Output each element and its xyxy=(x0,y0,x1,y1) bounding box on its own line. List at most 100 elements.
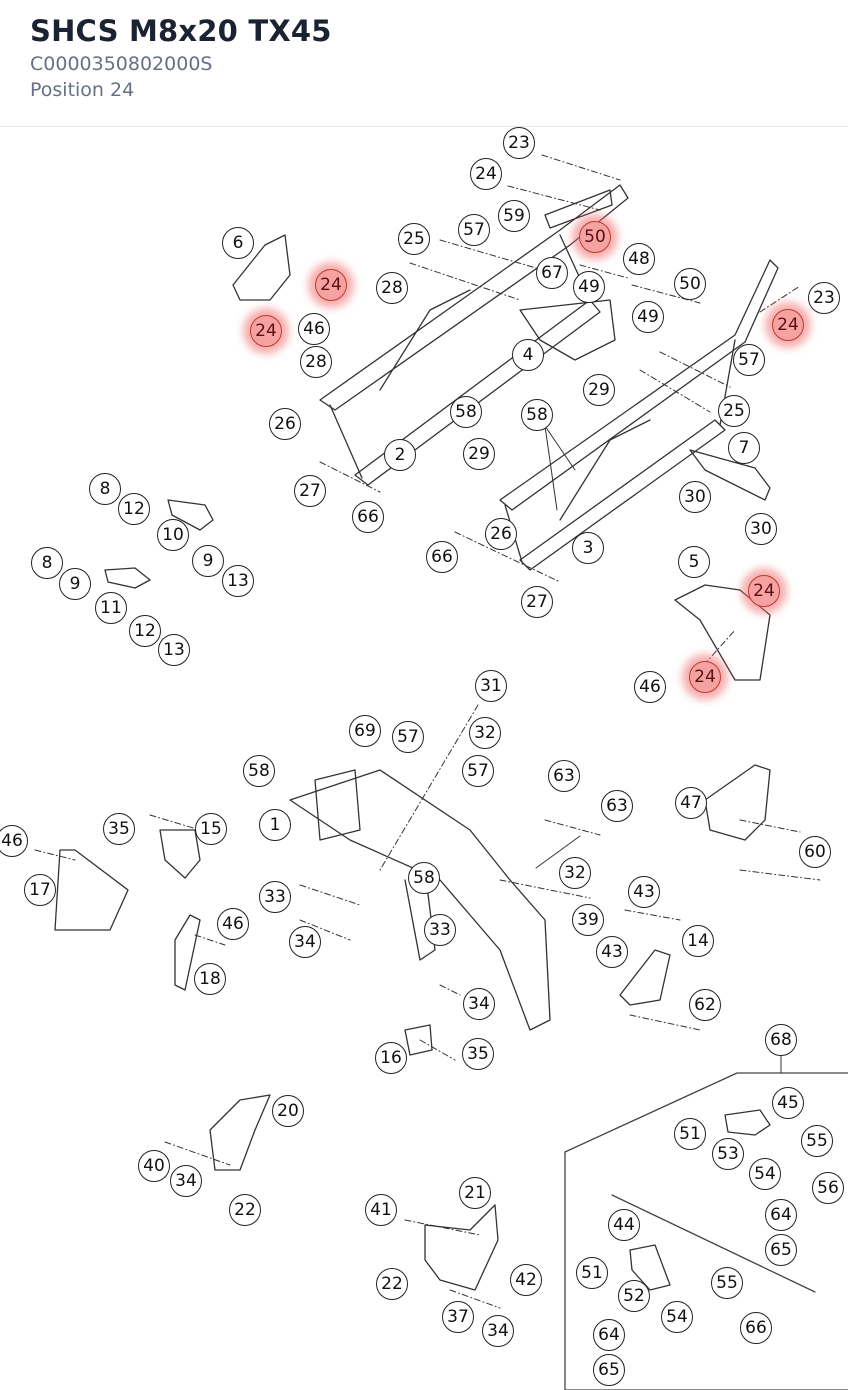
callout-position[interactable]: 52 xyxy=(618,1280,650,1312)
callout-position[interactable]: 69 xyxy=(349,715,381,747)
callout-position[interactable]: 26 xyxy=(269,408,301,440)
callout-position[interactable]: 32 xyxy=(559,857,591,889)
callout-position[interactable]: 63 xyxy=(601,790,633,822)
callout-position[interactable]: 34 xyxy=(463,988,495,1020)
callout-position[interactable]: 59 xyxy=(498,200,530,232)
callout-position[interactable]: 42 xyxy=(510,1264,542,1296)
callout-position[interactable]: 55 xyxy=(801,1125,833,1157)
callout-position[interactable]: 9 xyxy=(192,545,224,577)
callout-position[interactable]: 57 xyxy=(458,214,490,246)
callout-position[interactable]: 51 xyxy=(674,1118,706,1150)
callout-position[interactable]: 23 xyxy=(503,127,535,159)
callout-position[interactable]: 8 xyxy=(31,547,63,579)
callout-position[interactable]: 66 xyxy=(740,1312,772,1344)
callout-position[interactable]: 8 xyxy=(89,473,121,505)
callout-position[interactable]: 20 xyxy=(272,1095,304,1127)
callout-position-highlighted[interactable]: 24 xyxy=(689,661,721,693)
callout-position[interactable]: 7 xyxy=(728,432,760,464)
callout-position-highlighted[interactable]: 24 xyxy=(315,269,347,301)
callout-position-highlighted[interactable]: 50 xyxy=(579,221,611,253)
callout-position[interactable]: 21 xyxy=(459,1177,491,1209)
callout-position[interactable]: 56 xyxy=(812,1172,844,1204)
callout-position[interactable]: 11 xyxy=(95,592,127,624)
callout-position[interactable]: 54 xyxy=(749,1158,781,1190)
callout-position[interactable]: 57 xyxy=(392,721,424,753)
callout-position[interactable]: 29 xyxy=(583,374,615,406)
callout-position[interactable]: 67 xyxy=(536,257,568,289)
callout-position[interactable]: 64 xyxy=(765,1199,797,1231)
callout-position[interactable]: 5 xyxy=(678,546,710,578)
callout-position[interactable]: 33 xyxy=(259,881,291,913)
callout-position-highlighted[interactable]: 24 xyxy=(772,309,804,341)
callout-position[interactable]: 46 xyxy=(298,313,330,345)
callout-position[interactable]: 60 xyxy=(799,836,831,868)
callout-position[interactable]: 68 xyxy=(765,1024,797,1056)
callout-position[interactable]: 6 xyxy=(222,227,254,259)
callout-position[interactable]: 35 xyxy=(462,1038,494,1070)
callout-position[interactable]: 63 xyxy=(548,760,580,792)
callout-position[interactable]: 9 xyxy=(59,568,91,600)
callout-position[interactable]: 58 xyxy=(408,862,440,894)
callout-position[interactable]: 50 xyxy=(674,268,706,300)
callout-position[interactable]: 12 xyxy=(118,493,150,525)
callout-position[interactable]: 34 xyxy=(289,926,321,958)
callout-position[interactable]: 33 xyxy=(424,914,456,946)
callout-position[interactable]: 26 xyxy=(485,518,517,550)
callout-position[interactable]: 29 xyxy=(463,438,495,470)
callout-position[interactable]: 34 xyxy=(170,1165,202,1197)
callout-position[interactable]: 64 xyxy=(593,1319,625,1351)
callout-position[interactable]: 43 xyxy=(628,876,660,908)
callout-position[interactable]: 46 xyxy=(217,908,249,940)
callout-position[interactable]: 54 xyxy=(661,1301,693,1333)
callout-position[interactable]: 49 xyxy=(573,271,605,303)
callout-position[interactable]: 58 xyxy=(521,399,553,431)
callout-position[interactable]: 34 xyxy=(482,1315,514,1347)
callout-position[interactable]: 28 xyxy=(300,346,332,378)
callout-position[interactable]: 17 xyxy=(24,874,56,906)
callout-position[interactable]: 1 xyxy=(259,809,291,841)
callout-position[interactable]: 18 xyxy=(194,963,226,995)
callout-position[interactable]: 31 xyxy=(475,670,507,702)
callout-position[interactable]: 48 xyxy=(623,243,655,275)
callout-position[interactable]: 4 xyxy=(512,339,544,371)
callout-position[interactable]: 58 xyxy=(450,396,482,428)
callout-position[interactable]: 14 xyxy=(682,925,714,957)
callout-position[interactable]: 12 xyxy=(129,615,161,647)
callout-position[interactable]: 46 xyxy=(0,825,28,857)
callout-position[interactable]: 66 xyxy=(352,501,384,533)
callout-position[interactable]: 15 xyxy=(195,813,227,845)
callout-position[interactable]: 46 xyxy=(634,671,666,703)
callout-position[interactable]: 22 xyxy=(376,1268,408,1300)
callout-position[interactable]: 25 xyxy=(398,223,430,255)
callout-position[interactable]: 30 xyxy=(745,513,777,545)
callout-position[interactable]: 44 xyxy=(608,1209,640,1241)
callout-position[interactable]: 66 xyxy=(426,541,458,573)
callout-position[interactable]: 16 xyxy=(375,1042,407,1074)
callout-position[interactable]: 37 xyxy=(442,1301,474,1333)
callout-position[interactable]: 55 xyxy=(711,1267,743,1299)
callout-position[interactable]: 65 xyxy=(765,1234,797,1266)
callout-position[interactable]: 51 xyxy=(576,1257,608,1289)
callout-position[interactable]: 47 xyxy=(675,787,707,819)
callout-position[interactable]: 58 xyxy=(243,755,275,787)
callout-position[interactable]: 28 xyxy=(376,272,408,304)
callout-position[interactable]: 3 xyxy=(572,532,604,564)
callout-position[interactable]: 30 xyxy=(679,481,711,513)
callout-position[interactable]: 45 xyxy=(772,1087,804,1119)
callout-position[interactable]: 32 xyxy=(469,717,501,749)
callout-position[interactable]: 57 xyxy=(733,344,765,376)
callout-position[interactable]: 23 xyxy=(808,282,840,314)
callout-position-highlighted[interactable]: 24 xyxy=(748,575,780,607)
callout-position[interactable]: 49 xyxy=(632,301,664,333)
callout-position[interactable]: 41 xyxy=(365,1194,397,1226)
callout-position[interactable]: 57 xyxy=(462,755,494,787)
callout-position[interactable]: 65 xyxy=(593,1354,625,1386)
callout-position[interactable]: 13 xyxy=(222,565,254,597)
callout-position[interactable]: 35 xyxy=(103,813,135,845)
callout-position-highlighted[interactable]: 24 xyxy=(250,315,282,347)
callout-position[interactable]: 2 xyxy=(384,439,416,471)
callout-position[interactable]: 13 xyxy=(158,634,190,666)
callout-position[interactable]: 25 xyxy=(718,395,750,427)
callout-position[interactable]: 24 xyxy=(470,158,502,190)
callout-position[interactable]: 39 xyxy=(572,904,604,936)
